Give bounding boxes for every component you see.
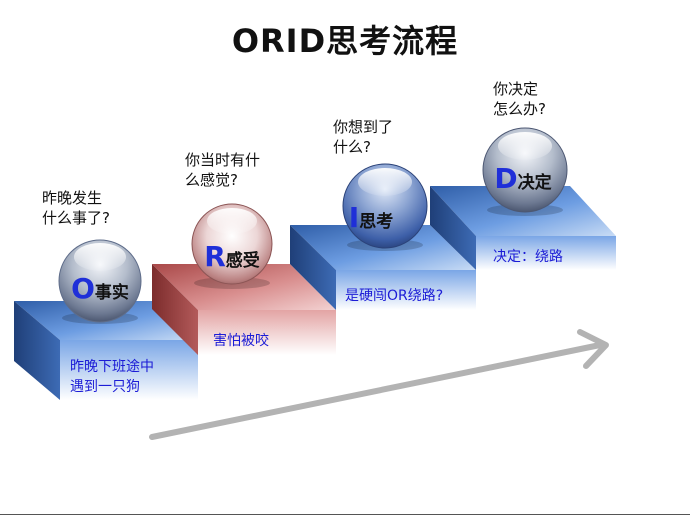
- example-d: 决定：绕路: [493, 249, 563, 265]
- label-r-word: 感受: [225, 251, 260, 271]
- question-i: 你想到了 什么?: [333, 118, 394, 156]
- slide-bottom-border: [0, 514, 690, 515]
- question-o: 昨晚发生 什么事了?: [42, 189, 110, 227]
- step-block-r: [152, 264, 336, 355]
- label-i-word: 思考: [359, 212, 394, 232]
- sphere-d: [482, 127, 568, 216]
- label-d-word: 决定: [517, 173, 552, 193]
- label-i-letter: I: [348, 201, 360, 234]
- sphere-r: [191, 203, 273, 289]
- sphere-o: [58, 239, 142, 324]
- question-d: 你决定 怎么办?: [493, 80, 546, 118]
- label-d-letter: D: [494, 162, 518, 195]
- example-i: 是硬闯OR绕路?: [345, 288, 444, 304]
- label-r-letter: R: [204, 240, 226, 273]
- diagram-title: ORID思考流程: [231, 22, 459, 60]
- label-d: D 决定: [483, 162, 563, 195]
- label-r: R 感受: [192, 240, 272, 273]
- example-o: 昨晚下班途中 遇到一只狗: [70, 359, 154, 395]
- progress-arrow: [149, 329, 609, 440]
- example-r: 害怕被咬: [213, 333, 269, 349]
- question-r: 你当时有什 么感觉?: [185, 151, 261, 189]
- label-o-letter: O: [71, 272, 95, 305]
- label-o: O 事实: [60, 272, 140, 305]
- label-i: I 思考: [331, 201, 411, 234]
- label-o-word: 事实: [94, 283, 129, 303]
- sphere-i: [342, 163, 428, 251]
